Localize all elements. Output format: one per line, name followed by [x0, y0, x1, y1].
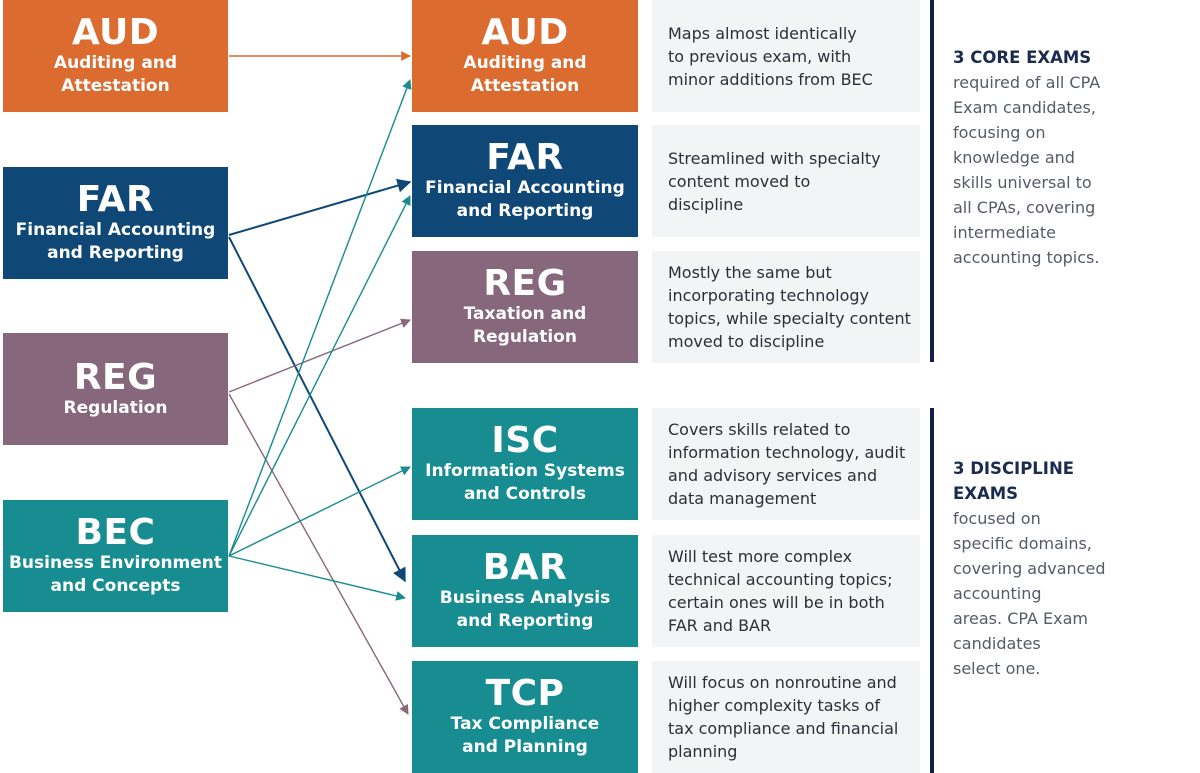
- description-reg: Mostly the same but incorporating techno…: [652, 251, 920, 363]
- current-exam-reg: REG Regulation: [3, 333, 228, 445]
- exam-name: Business Environment and Concepts: [8, 553, 223, 596]
- exam-name: Regulation: [63, 397, 168, 418]
- arrow-bec-to-far: [228, 195, 411, 557]
- core-divider: [930, 0, 934, 362]
- discipline-exams-note: 3 DISCIPLINE EXAMS focused on specific d…: [953, 456, 1193, 681]
- exam-name: Financial Accounting and Reporting: [15, 220, 216, 263]
- exam-code: BAR: [482, 547, 568, 588]
- core-exams-text: required of all CPA Exam candidates, foc…: [953, 73, 1101, 267]
- new-exam-tcp: TCP Tax Compliance and Planning: [412, 661, 638, 773]
- description-far: Streamlined with specialty content moved…: [652, 125, 920, 237]
- new-exam-bar: BAR Business Analysis and Reporting: [412, 535, 638, 647]
- arrow-reg-to-reg: [228, 318, 411, 393]
- exam-code: AUD: [481, 12, 569, 53]
- description-tcp: Will focus on nonroutine and higher comp…: [652, 661, 920, 773]
- exam-name: Tax Compliance and Planning: [450, 714, 600, 757]
- exam-code: REG: [73, 356, 158, 398]
- exam-name: Auditing and Attestation: [53, 53, 178, 96]
- new-exam-far: FAR Financial Accounting and Reporting: [412, 125, 638, 237]
- arrow-far-to-bar: [228, 236, 406, 583]
- exam-code: TCP: [485, 673, 565, 714]
- discipline-exams-text: focused on specific domains, covering ad…: [953, 509, 1106, 678]
- description-bar: Will test more complex technical account…: [652, 535, 920, 647]
- exam-name: Information Systems and Controls: [425, 461, 625, 504]
- new-exam-isc: ISC Information Systems and Controls: [412, 408, 638, 520]
- arrow-bec-to-bar: [228, 555, 406, 601]
- new-exam-aud: AUD Auditing and Attestation: [412, 0, 638, 112]
- description-isc: Covers skills related to information tec…: [652, 408, 920, 520]
- current-exam-far: FAR Financial Accounting and Reporting: [3, 167, 228, 279]
- arrow-bec-to-aud: [228, 79, 412, 557]
- exam-code: BEC: [75, 512, 156, 553]
- arrow-far-to-far: [228, 178, 412, 236]
- arrow-bec-to-isc: [228, 466, 411, 557]
- description-text: Covers skills related to information tec…: [668, 420, 906, 508]
- current-exam-bec: BEC Business Environment and Concepts: [3, 500, 228, 612]
- exam-name: Auditing and Attestation: [463, 53, 587, 96]
- exam-code: FAR: [76, 179, 155, 220]
- discipline-exams-title: 3 DISCIPLINE EXAMS: [953, 459, 1075, 503]
- description-text: Maps almost identically to previous exam…: [668, 23, 873, 89]
- description-text: Will focus on nonroutine and higher comp…: [668, 673, 899, 761]
- exam-code: FAR: [486, 137, 564, 178]
- exam-name: Financial Accounting and Reporting: [425, 178, 625, 221]
- new-exam-reg: REG Taxation and Regulation: [412, 251, 638, 363]
- exam-name: Business Analysis and Reporting: [439, 588, 611, 631]
- exam-code: REG: [483, 263, 567, 304]
- current-exam-aud: AUD Auditing and Attestation: [3, 0, 228, 112]
- exam-name: Taxation and Regulation: [463, 304, 587, 347]
- exam-code: AUD: [71, 12, 160, 53]
- discipline-divider: [930, 408, 934, 773]
- arrow-reg-to-tcp: [228, 393, 409, 715]
- description-aud: Maps almost identically to previous exam…: [652, 0, 920, 112]
- exam-code: ISC: [491, 420, 559, 461]
- description-text: Will test more complex technical account…: [668, 547, 893, 635]
- description-text: Streamlined with specialty content moved…: [668, 148, 881, 214]
- core-exams-note: 3 CORE EXAMS required of all CPA Exam ca…: [953, 45, 1193, 270]
- description-text: Mostly the same but incorporating techno…: [668, 263, 911, 351]
- core-exams-title: 3 CORE EXAMS: [953, 48, 1092, 67]
